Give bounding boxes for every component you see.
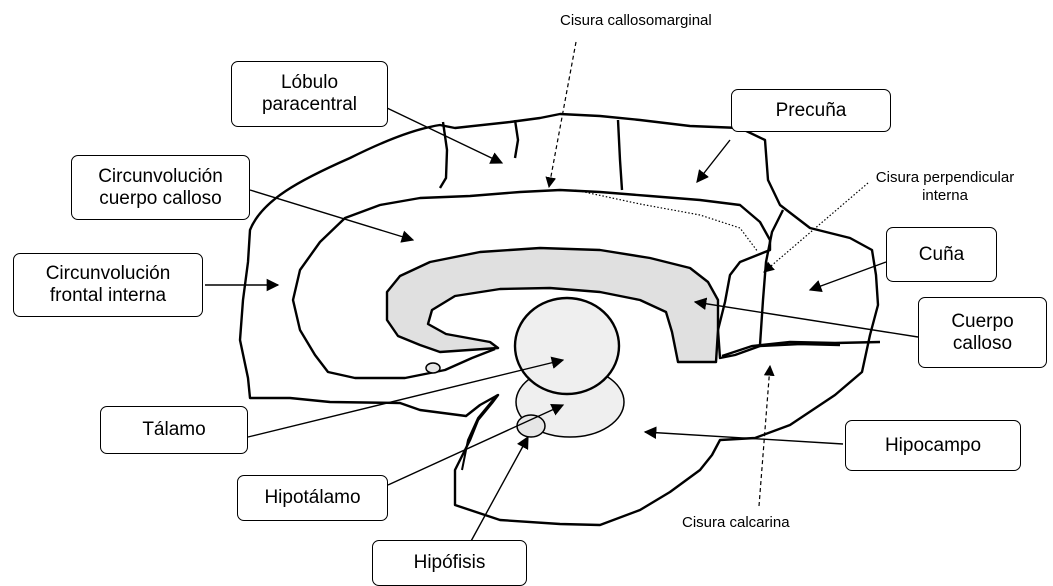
- label-hipotalamo: Hipotálamo: [237, 475, 388, 521]
- arrow-hipofisis: [470, 437, 528, 543]
- marginal-sulcus: [618, 120, 622, 190]
- label-precuna: Precuña: [731, 89, 891, 132]
- pituitary-shape: [517, 415, 545, 437]
- label-cisura-calcarina: Cisura calcarina: [682, 514, 842, 532]
- label-hipofisis: Hipófisis: [372, 540, 527, 586]
- dotted-sulcus: [575, 190, 758, 252]
- label-cuerpo-calloso: Cuerpo calloso: [918, 297, 1047, 368]
- arrow-cuna: [810, 262, 886, 290]
- label-hipocampo: Hipocampo: [845, 420, 1021, 471]
- thalamus-shape: [515, 298, 619, 394]
- arrow-precuna: [697, 140, 730, 182]
- label-circ-frontal-interna: Circunvolución frontal interna: [13, 253, 203, 317]
- label-cisura-callosomarginal: Cisura callosomarginal: [560, 12, 780, 30]
- label-cuna: Cuña: [886, 227, 997, 282]
- label-cisura-perpendicular: Cisura perpendicular interna: [845, 169, 1045, 205]
- label-talamo: Tálamo: [100, 406, 248, 454]
- arrow-cuerpo-calloso: [695, 302, 918, 337]
- arrow-hipocampo: [645, 432, 843, 444]
- paracentral-sulcus: [440, 122, 447, 188]
- arrow-hipotalamo: [388, 405, 563, 485]
- label-circ-cuerpo-calloso: Circunvolución cuerpo calloso: [71, 155, 250, 220]
- label-lobulo-paracentral: Lóbulo paracentral: [231, 61, 388, 127]
- paracentral-sulcus-2: [515, 120, 518, 158]
- small-oval: [426, 363, 440, 373]
